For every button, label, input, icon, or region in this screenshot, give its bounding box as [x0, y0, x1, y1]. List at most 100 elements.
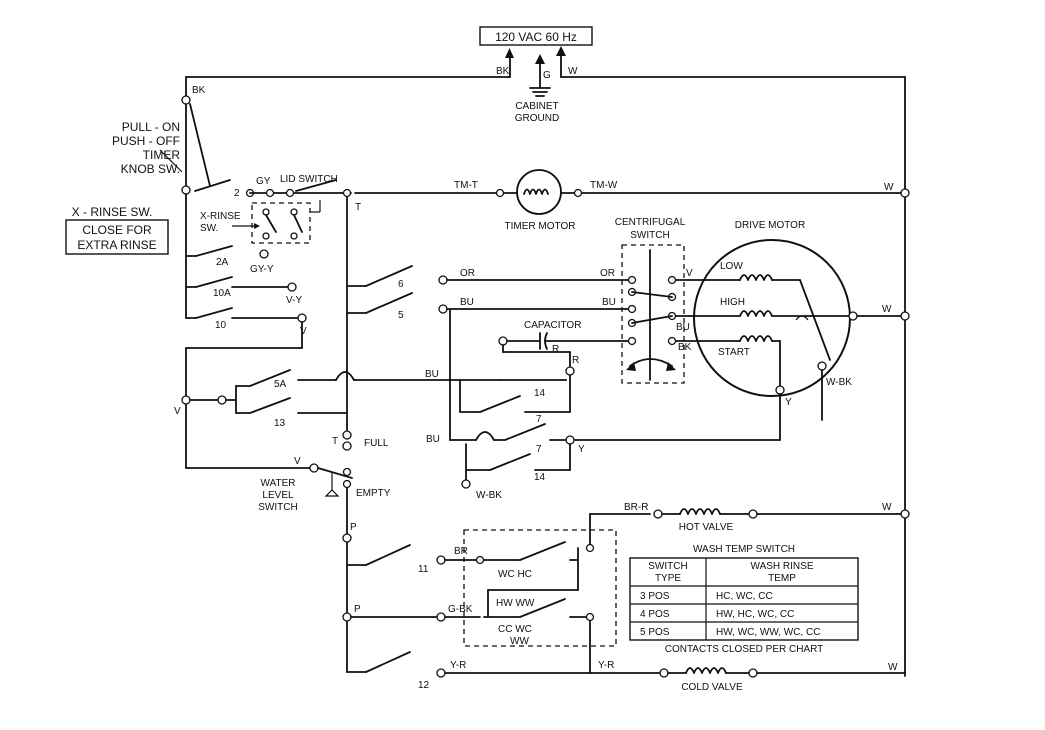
w-arrow-icon [556, 46, 566, 56]
drive-motor-label: DRIVE MOTOR [735, 220, 805, 231]
wbk-label-bottom: W-BK [476, 490, 502, 501]
centrifugal-label-2: SWITCH [630, 230, 669, 241]
terminal [900, 311, 910, 321]
timer-knob-label-1: PULL - ON [122, 120, 180, 134]
table-header-1a: SWITCH [648, 561, 687, 572]
xrinse-line-2: EXTRA RINSE [77, 238, 156, 252]
timer-knob-label-4: KNOB SW. [121, 162, 180, 176]
wash-temp-table: WASH TEMP SWITCH SWITCH TYPE WASH RINSE … [629, 544, 859, 655]
w-label-cold: W [888, 662, 898, 673]
water-level-label-1: WATER [261, 478, 296, 489]
brr-label: BR-R [624, 502, 648, 513]
bk-label: BK [192, 85, 206, 96]
contacts-5a-13: V 5A BU 13 T FULL [174, 369, 567, 451]
drive-motor: DRIVE MOTOR LOW HIGH START W-BK Y [574, 220, 858, 441]
bu-label-7: BU [426, 434, 440, 445]
supply-label-box [479, 26, 593, 46]
contact-2a-label: 2A [216, 257, 229, 268]
bu-label-5a: BU [425, 369, 439, 380]
temp-switch-circuit: 11 BR G-BK 12 Y-R Y-R WC HC HW WW CC WC … [346, 513, 661, 691]
v-label-wl: V [294, 456, 301, 467]
p-label-1: P [350, 522, 357, 533]
supply-bk-label: BK [496, 66, 510, 77]
xrinse-label-box: X - RINSE SW. CLOSE FOR EXTRA RINSE [65, 205, 169, 255]
or-label-1: OR [460, 268, 475, 279]
v-label-left: V [174, 406, 181, 417]
contact-6-label: 6 [398, 279, 404, 290]
bk-arrow-icon [505, 48, 514, 58]
contact-5-label: 5 [398, 310, 404, 321]
r-label: R [572, 355, 579, 366]
table-header-2b: TEMP [768, 573, 796, 584]
contact-12-label: 12 [418, 680, 430, 691]
w-label-motor: W [882, 304, 892, 315]
power-supply: 120 VAC 60 Hz BK G W CABINET GROUND [185, 26, 906, 124]
bk-label-cs: BK [678, 342, 692, 353]
supply-g-label: G [543, 70, 551, 81]
supply-label: 120 VAC 60 Hz [495, 30, 577, 44]
timer-knob-label-2: PUSH - OFF [112, 134, 180, 148]
motor-start-label: START [718, 347, 750, 358]
lid-switch-label: LID SWITCH [280, 174, 338, 185]
v-label-10: V [300, 326, 307, 337]
contacts-14-7: 14 7 BU 7 Y 14 W-BK [426, 374, 585, 501]
empty-label: EMPTY [356, 488, 391, 499]
gyy-label: GY-Y [250, 264, 274, 275]
yr-label-2: Y-R [598, 660, 614, 671]
cold-valve-label: COLD VALVE [681, 682, 743, 693]
contact-10-label: 10 [215, 320, 227, 331]
motor-low-label: LOW [720, 261, 743, 272]
wash-temp-title: WASH TEMP SWITCH [693, 544, 795, 555]
tm-w-label: TM-W [590, 180, 618, 191]
table-cell: HW, WC, WW, WC, CC [716, 627, 820, 638]
timer-knob-label-3: TIMER [143, 148, 181, 162]
table-header-2a: WASH RINSE [751, 561, 814, 572]
table-cell: 3 POS [640, 591, 670, 602]
capacitor-r-label: R [552, 344, 559, 355]
contact-10a-label: 10A [213, 288, 231, 299]
water-level-label-3: SWITCH [258, 502, 297, 513]
contact-14-label: 14 [534, 388, 546, 399]
contact-13-label: 13 [274, 418, 286, 429]
yr-label-1: Y-R [450, 660, 466, 671]
terminal [900, 509, 910, 519]
bu-label-2: BU [602, 297, 616, 308]
timer-contacts-left: 2 GY LID SWITCH T 2A GY-Y 10A V-Y 10 V [185, 174, 361, 469]
w-label-top: W [884, 182, 894, 193]
contact-14-label-2: 14 [534, 472, 546, 483]
table-cell: HW, HC, WC, CC [716, 609, 794, 620]
ground-label-1: CABINET [515, 101, 558, 112]
motor-high-label: HIGH [720, 297, 745, 308]
table-cell: HC, WC, CC [716, 591, 773, 602]
v-label-cs: V [686, 268, 693, 279]
water-level-label-2: LEVEL [262, 490, 294, 501]
hot-valve-label: HOT VALVE [679, 522, 734, 533]
hwww-label: HW WW [496, 598, 535, 609]
y-label-7: Y [578, 444, 585, 455]
t-label-top: T [355, 202, 361, 213]
g-arrow-icon [535, 54, 545, 64]
bu-label-cs: BU [676, 322, 690, 333]
ground-label-2: GROUND [515, 113, 559, 124]
contact-7-label-2: 7 [536, 444, 542, 455]
xrinse-sw-label-2: SW. [200, 223, 218, 234]
xrinse-sw-label-1: X-RINSE [200, 211, 241, 222]
vy-label: V-Y [286, 295, 302, 306]
wash-temp-footer: CONTACTS CLOSED PER CHART [665, 644, 824, 655]
centrifugal-switch: CENTRIFUGAL SWITCH V BU BK [615, 217, 693, 384]
wchc-label: WC HC [498, 569, 532, 580]
water-level-switch: V EMPTY WATER LEVEL SWITCH P P [185, 456, 391, 673]
timer-motor: TM-T TM-W TIMER MOTOR [454, 169, 618, 232]
tm-t-label: TM-T [454, 180, 478, 191]
timer-knob-switch: BK PULL - ON PUSH - OFF TIMER KNOB SW. [112, 76, 211, 195]
valves: BR-R HOT VALVE COLD VALVE [589, 502, 906, 693]
centrifugal-label-1: CENTRIFUGAL [615, 217, 686, 228]
table-cell: 4 POS [640, 609, 670, 620]
supply-w-label: W [568, 66, 578, 77]
gy-label: GY [256, 176, 271, 187]
ww-label: WW [510, 636, 529, 647]
bu-label-1: BU [460, 297, 474, 308]
terminal [900, 188, 910, 198]
capacitor-label: CAPACITOR [524, 320, 581, 331]
table-header-1b: TYPE [655, 573, 681, 584]
